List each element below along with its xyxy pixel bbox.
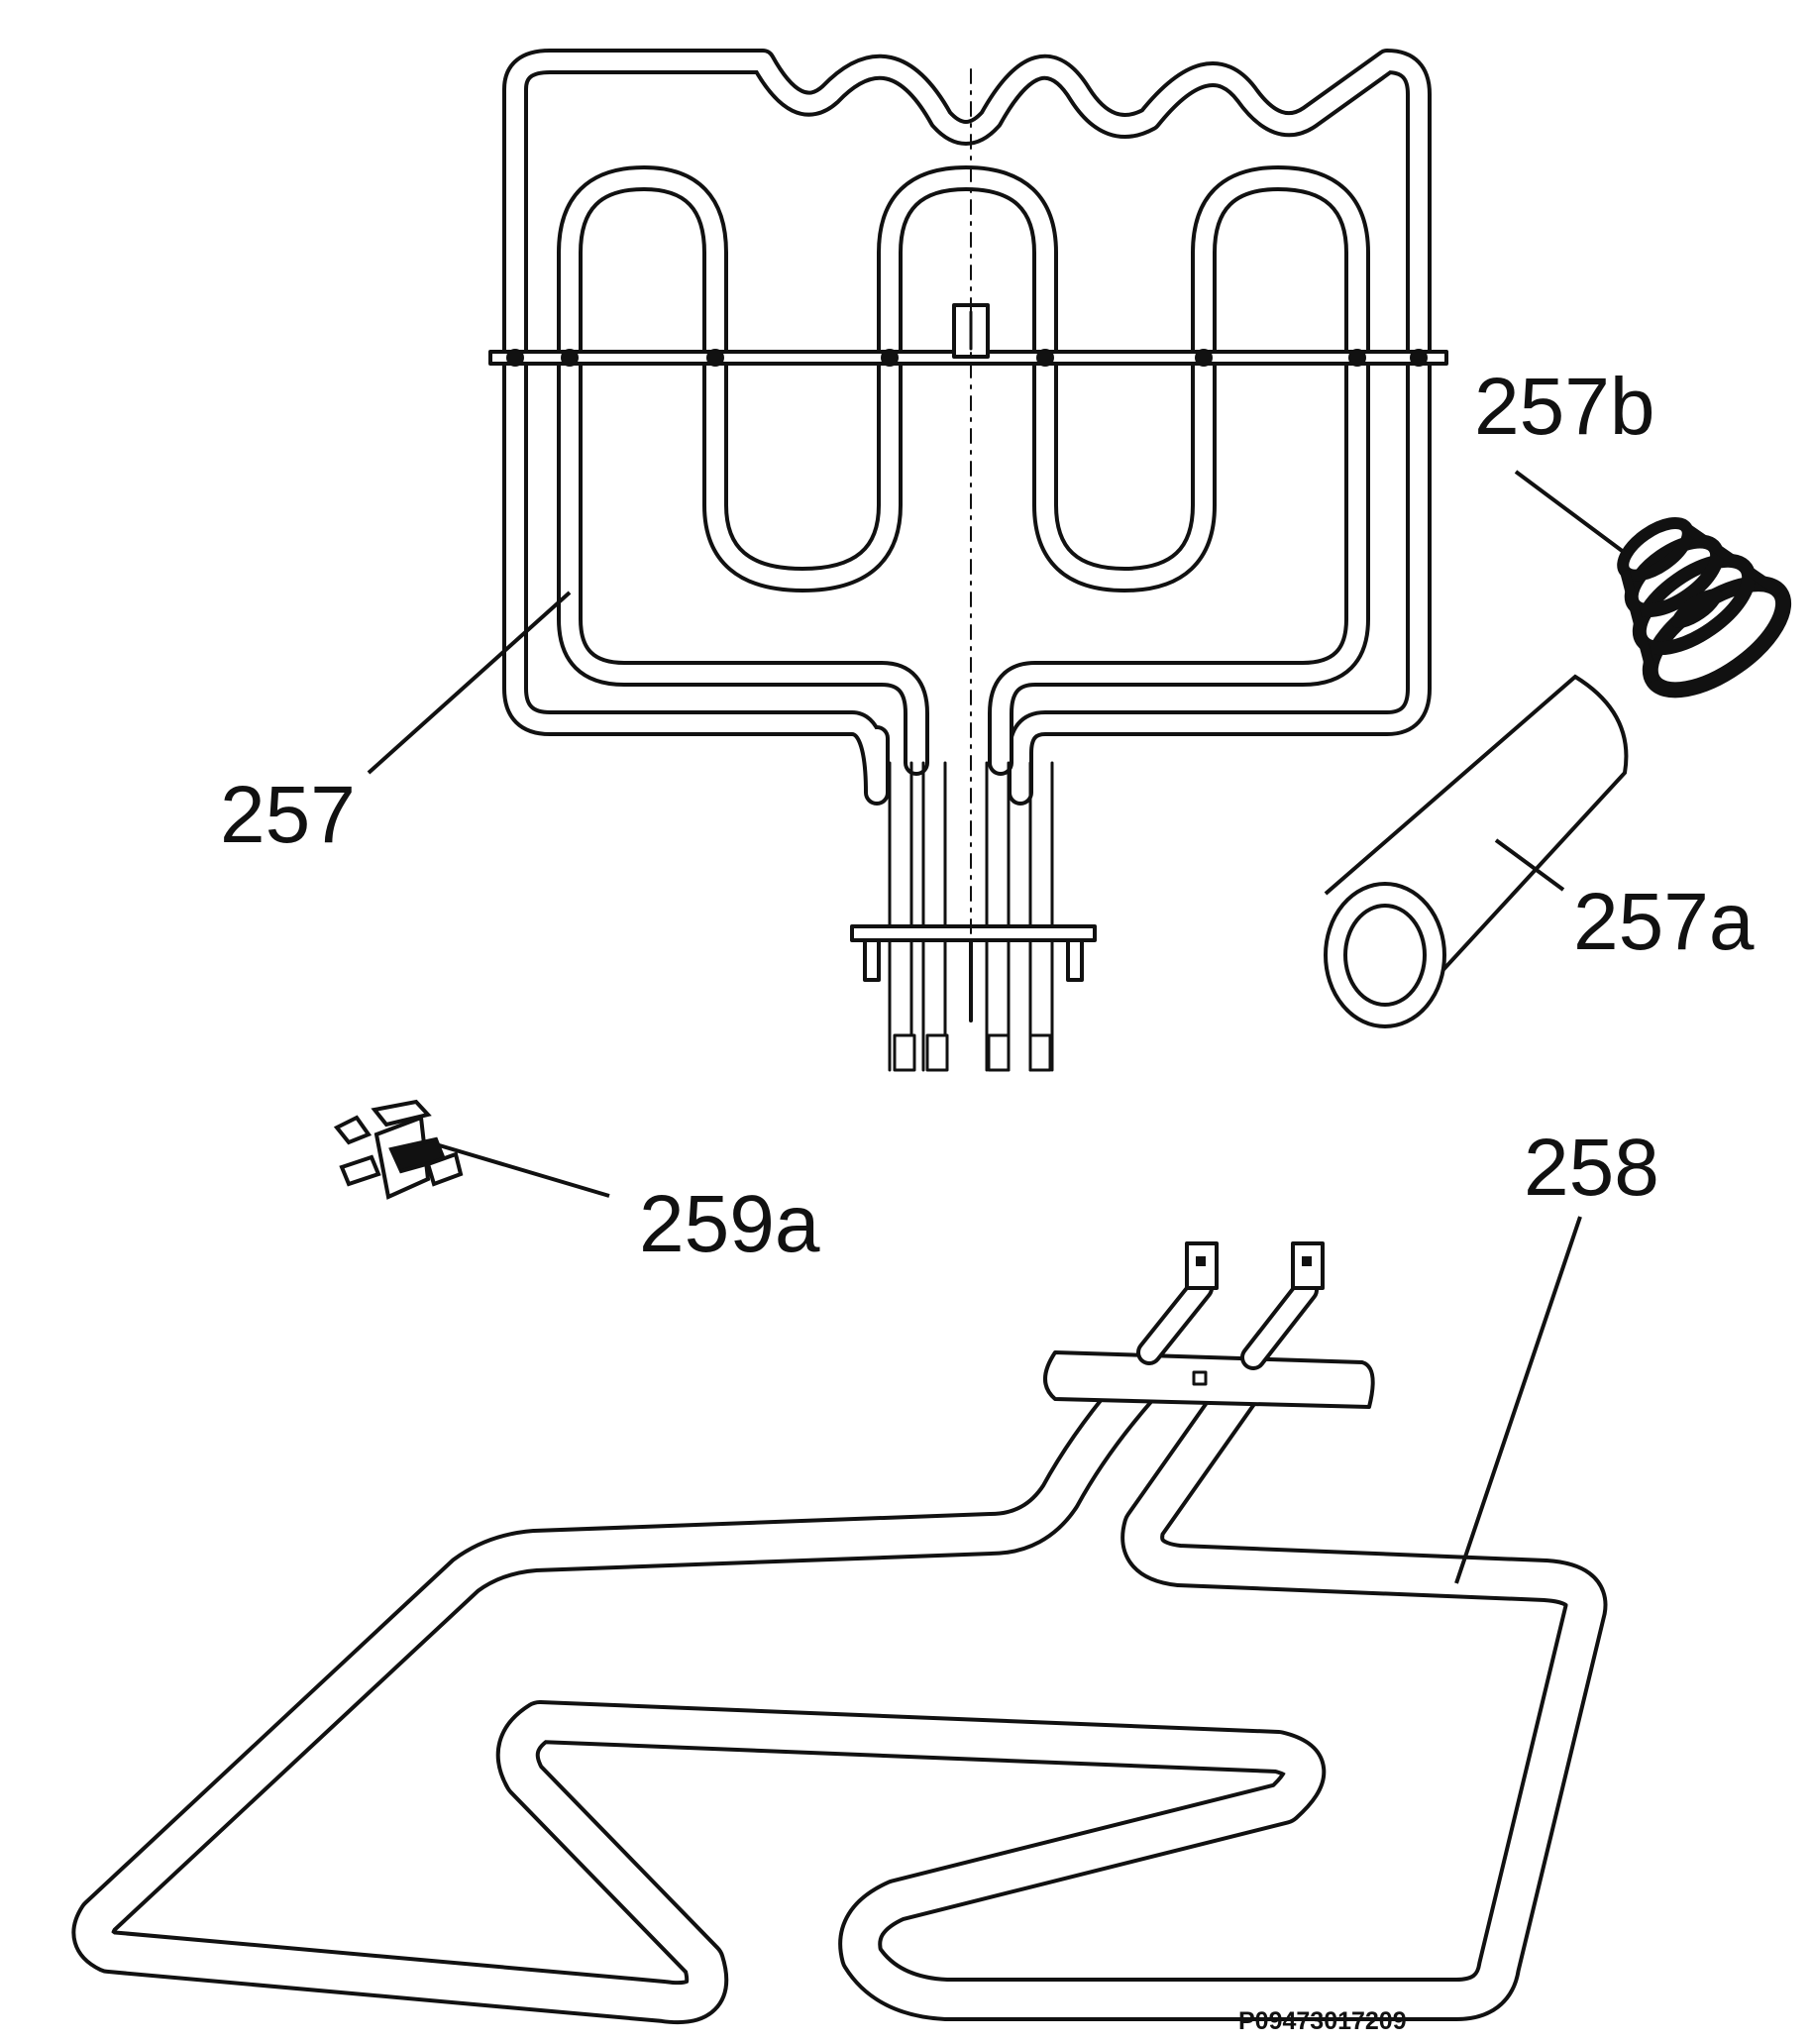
grill-outer-tube <box>502 49 1432 806</box>
label-257a: 257a <box>1573 877 1755 967</box>
ceramic-sleeve <box>1324 674 1629 1028</box>
grill-terminal-bracket <box>850 924 1097 1022</box>
grill-heating-element <box>488 49 1448 1072</box>
grill-inner-tube <box>557 165 1370 776</box>
leader-257b <box>1514 470 1627 555</box>
clip-part <box>333 1099 464 1200</box>
grill-terminal-pins <box>893 1033 1052 1072</box>
leader-257a <box>1494 838 1565 892</box>
leader-258 <box>1454 1216 1582 1584</box>
gasket-spring <box>1617 516 1792 699</box>
bottom-terminals <box>1136 1241 1325 1370</box>
grill-support-bar <box>488 303 1448 367</box>
leader-259a <box>435 1142 610 1198</box>
leader-257 <box>367 591 572 775</box>
leader-lines <box>367 470 1627 1584</box>
bottom-terminal-plate <box>1043 1350 1375 1409</box>
drawing-code: P09473017209 <box>1238 2007 1407 2035</box>
label-257b: 257b <box>1474 362 1655 452</box>
bottom-heating-element <box>71 1241 1608 2025</box>
label-259a: 259a <box>639 1179 820 1269</box>
grill-tails <box>888 761 1054 1072</box>
label-257: 257 <box>220 770 356 860</box>
label-258: 258 <box>1524 1123 1659 1213</box>
